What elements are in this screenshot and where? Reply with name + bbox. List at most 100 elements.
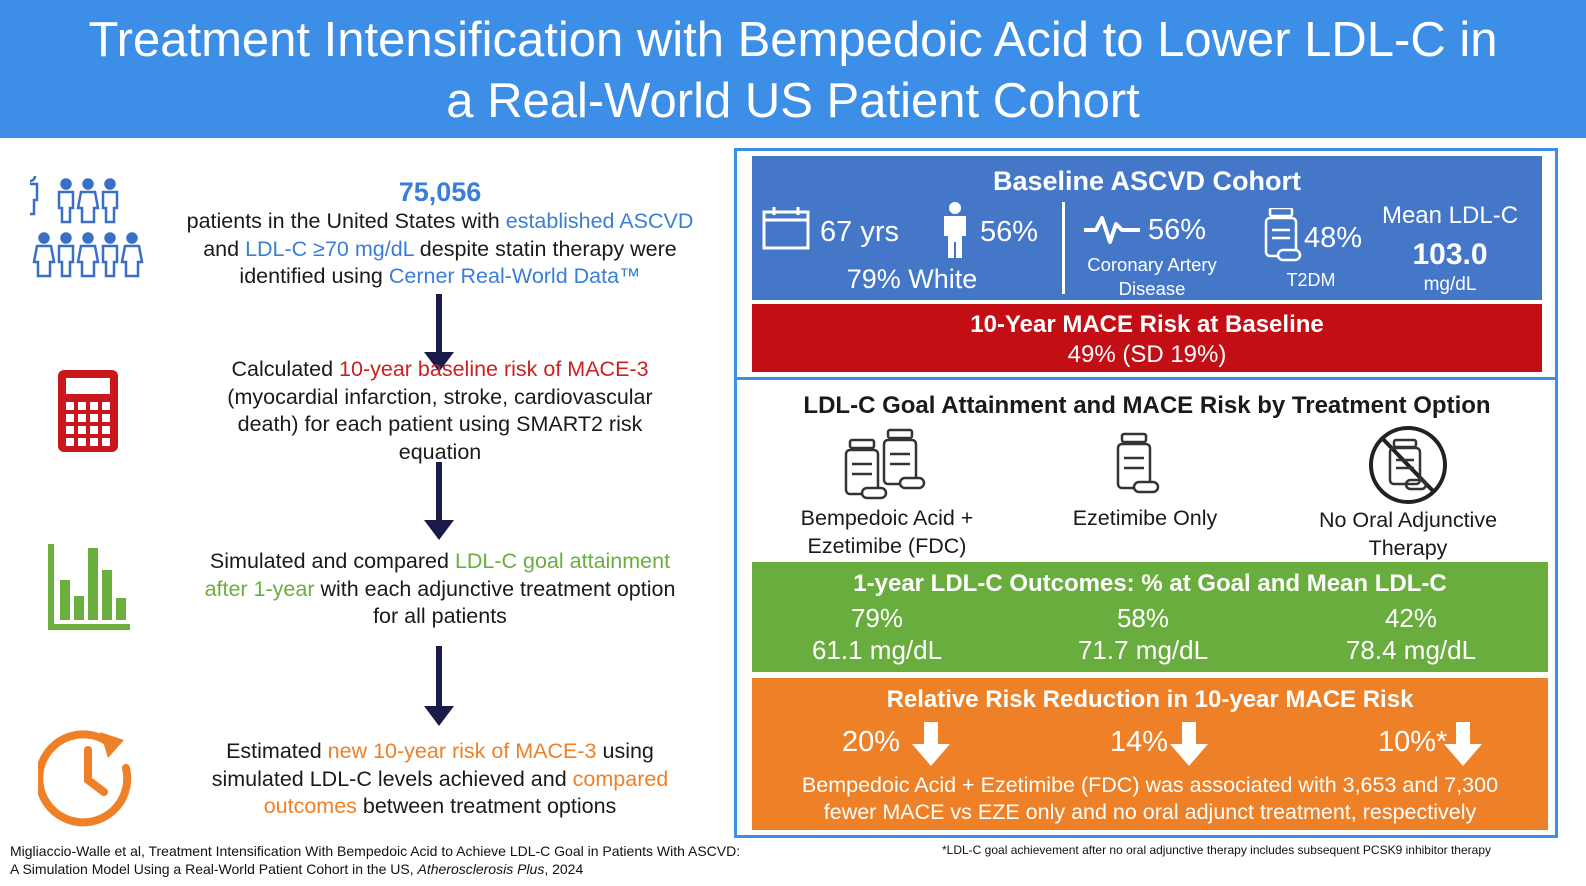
down-arrow-icon bbox=[912, 722, 950, 771]
calendar-icon bbox=[762, 206, 810, 255]
heartbeat-icon bbox=[1084, 212, 1140, 251]
calculator-icon bbox=[58, 370, 118, 457]
no-medication-icon bbox=[1366, 424, 1450, 511]
citation-journal: Atherosclerosis Plus bbox=[417, 861, 545, 877]
step-estimate-risk: Estimated new 10-year risk of MACE-3 usi… bbox=[150, 738, 730, 821]
rrr-note: Bempedoic Acid + Ezetimibe (FDC) was ass… bbox=[752, 772, 1548, 826]
outcome-ezetimibe-pct: 58% bbox=[1116, 603, 1170, 633]
baseline-title: Baseline ASCVD Cohort bbox=[992, 166, 1302, 196]
step1-text-c: despite statin therapy were bbox=[413, 236, 677, 261]
step3-text-c: for all patients bbox=[373, 604, 507, 628]
step3-highlight-goal: LDL-C goal attainment bbox=[454, 549, 671, 573]
citation-line1: Migliaccio-Walle et al, Treatment Intens… bbox=[10, 843, 741, 859]
outcome-bempedoic: 79% 61.1 mg/dL bbox=[782, 602, 972, 666]
option-no-oral-line2: Therapy bbox=[1368, 536, 1448, 560]
results-frame bbox=[734, 148, 1558, 838]
step4-highlight-mace: new 10-year risk of MACE-3 bbox=[327, 739, 597, 763]
header-banner: Treatment Intensification with Bempedoic… bbox=[0, 0, 1586, 138]
option-bempedoic-line1: Bempedoic Acid + bbox=[800, 506, 974, 530]
ldl-unit: mg/dL bbox=[1423, 274, 1477, 295]
step-identify-patients: 75,056 patients in the United States wit… bbox=[150, 176, 730, 291]
step2-highlight-mace: 10-year baseline risk of MACE-3 bbox=[339, 357, 649, 381]
rrr-panel: Relative Risk Reduction in 10-year MACE … bbox=[752, 678, 1548, 830]
people-group-icon bbox=[21, 169, 148, 293]
patient-count: 75,056 bbox=[398, 177, 482, 207]
outcome-ezetimibe: 58% 71.7 mg/dL bbox=[1048, 602, 1238, 666]
step1-text-a: patients in the United States with bbox=[186, 209, 506, 233]
outcomes-title: 1-year LDL-C Outcomes: % at Goal and Mea… bbox=[853, 570, 1447, 597]
step4-text-a: Estimated bbox=[226, 739, 328, 763]
step4-highlight-outcomes: outcomes bbox=[263, 794, 357, 818]
rrr-no-oral: 10%* bbox=[1378, 726, 1448, 758]
flow-arrow-2 bbox=[424, 462, 454, 542]
pill-bottle-icon bbox=[1264, 206, 1304, 267]
cad-percent: 56% bbox=[1148, 214, 1207, 246]
option-bempedoic-line2: Ezetimibe (FDC) bbox=[807, 534, 967, 558]
flow-arrow-1 bbox=[424, 294, 454, 374]
results-divider bbox=[737, 377, 1555, 380]
option-ezetimibe-label: Ezetimibe Only bbox=[1072, 506, 1218, 530]
rrr-bempedoic: 20% bbox=[842, 726, 901, 758]
step3-text-b: with each adjunctive treatment option bbox=[314, 576, 676, 601]
age-value: 67 yrs bbox=[820, 216, 899, 248]
t2dm-label: T2DM bbox=[1286, 270, 1336, 290]
step-calculate-risk: Calculated 10-year baseline risk of MACE… bbox=[150, 356, 730, 466]
outcome-no-oral-pct: 42% bbox=[1384, 603, 1438, 633]
citation-year: , 2024 bbox=[544, 861, 584, 877]
outcome-bempedoic-pct: 79% bbox=[850, 603, 904, 633]
baseline-cohort-panel: Baseline ASCVD Cohort 67 yrs 56% 79% Whi… bbox=[752, 156, 1542, 300]
ldl-label: Mean LDL-C bbox=[1381, 202, 1519, 229]
citation: Migliaccio-Walle et al, Treatment Intens… bbox=[10, 842, 740, 878]
page-title-line-1: Treatment Intensification with Bempedoic… bbox=[88, 13, 1498, 67]
person-icon bbox=[940, 202, 970, 265]
baseline-separator bbox=[1062, 202, 1065, 294]
step2-text-b: (myocardial infarction, stroke, cardiova… bbox=[227, 384, 653, 409]
outcome-ezetimibe-ldl: 71.7 mg/dL bbox=[1077, 635, 1209, 665]
rrr-ezetimibe: 14% bbox=[1110, 726, 1169, 758]
mace-baseline-title: 10-Year MACE Risk at Baseline bbox=[970, 311, 1324, 338]
step3-highlight-year: after 1-year bbox=[204, 576, 315, 601]
two-pill-bottles-icon bbox=[840, 428, 926, 505]
mace-baseline-panel: 10-Year MACE Risk at Baseline 49% (SD 19… bbox=[752, 304, 1542, 372]
step1-text-d: identified using bbox=[239, 264, 389, 288]
t2dm-percent: 48% bbox=[1304, 222, 1363, 254]
white-percent: 79% White bbox=[846, 264, 978, 294]
step-simulate-goal: Simulated and compared LDL-C goal attain… bbox=[150, 548, 730, 631]
cad-label-line2: Disease bbox=[1118, 278, 1186, 299]
step4-highlight-compared: compared bbox=[572, 766, 669, 791]
footnote: *LDL-C goal achievement after no oral ad… bbox=[942, 843, 1491, 857]
step4-text-b: using bbox=[596, 739, 654, 763]
citation-line2: A Simulation Model Using a Real-World Pa… bbox=[10, 861, 418, 877]
option-no-oral-line1: No Oral Adjunctive bbox=[1318, 508, 1498, 532]
outcome-bempedoic-ldl: 61.1 mg/dL bbox=[811, 635, 943, 665]
mace-baseline-value: 49% (SD 19%) bbox=[1067, 341, 1227, 368]
flow-arrow-3 bbox=[424, 646, 454, 728]
cad-label-line1: Coronary Artery bbox=[1087, 254, 1217, 275]
male-percent: 56% bbox=[980, 216, 1039, 248]
down-arrow-icon bbox=[1170, 722, 1208, 771]
step1-highlight-ascvd: established ASCVD bbox=[505, 209, 694, 233]
option-no-oral-label: No Oral Adjunctive Therapy bbox=[1290, 506, 1526, 562]
step2-text-c: death) for each patient using SMART2 ris… bbox=[237, 412, 643, 436]
outcomes-panel: 1-year LDL-C Outcomes: % at Goal and Mea… bbox=[752, 562, 1548, 672]
step1-highlight-ldl: LDL-C ≥70 mg/dL bbox=[245, 236, 414, 261]
rrr-title: Relative Risk Reduction in 10-year MACE … bbox=[886, 686, 1414, 713]
step3-text-a: Simulated and compared bbox=[209, 549, 455, 573]
outcome-no-oral-ldl: 78.4 mg/dL bbox=[1345, 635, 1477, 665]
step2-text-a: Calculated bbox=[231, 357, 340, 381]
step1-highlight-cerner: Cerner Real-World Data™ bbox=[388, 264, 641, 288]
rrr-note-line2: fewer MACE vs EZE only and no oral adjun… bbox=[823, 800, 1477, 824]
option-bempedoic-label: Bempedoic Acid + Ezetimibe (FDC) bbox=[770, 504, 1004, 560]
step2-text-d: equation bbox=[398, 439, 482, 464]
outcome-no-oral: 42% 78.4 mg/dL bbox=[1316, 602, 1506, 666]
cad-label: Coronary Artery Disease bbox=[1070, 253, 1234, 301]
ldl-value: 103.0 bbox=[1412, 238, 1488, 271]
options-title: LDL-C Goal Attainment and MACE Risk by T… bbox=[803, 392, 1491, 419]
clock-refresh-icon bbox=[35, 728, 138, 833]
down-arrow-icon bbox=[1444, 722, 1482, 771]
rrr-note-line1: Bempedoic Acid + Ezetimibe (FDC) was ass… bbox=[801, 773, 1499, 797]
bar-chart-icon bbox=[44, 544, 132, 637]
pill-bottle-ezetimibe-icon bbox=[1116, 432, 1166, 503]
step4-text-d: between treatment options bbox=[356, 794, 617, 818]
page-title-line-2: a Real-World US Patient Cohort bbox=[446, 74, 1140, 128]
